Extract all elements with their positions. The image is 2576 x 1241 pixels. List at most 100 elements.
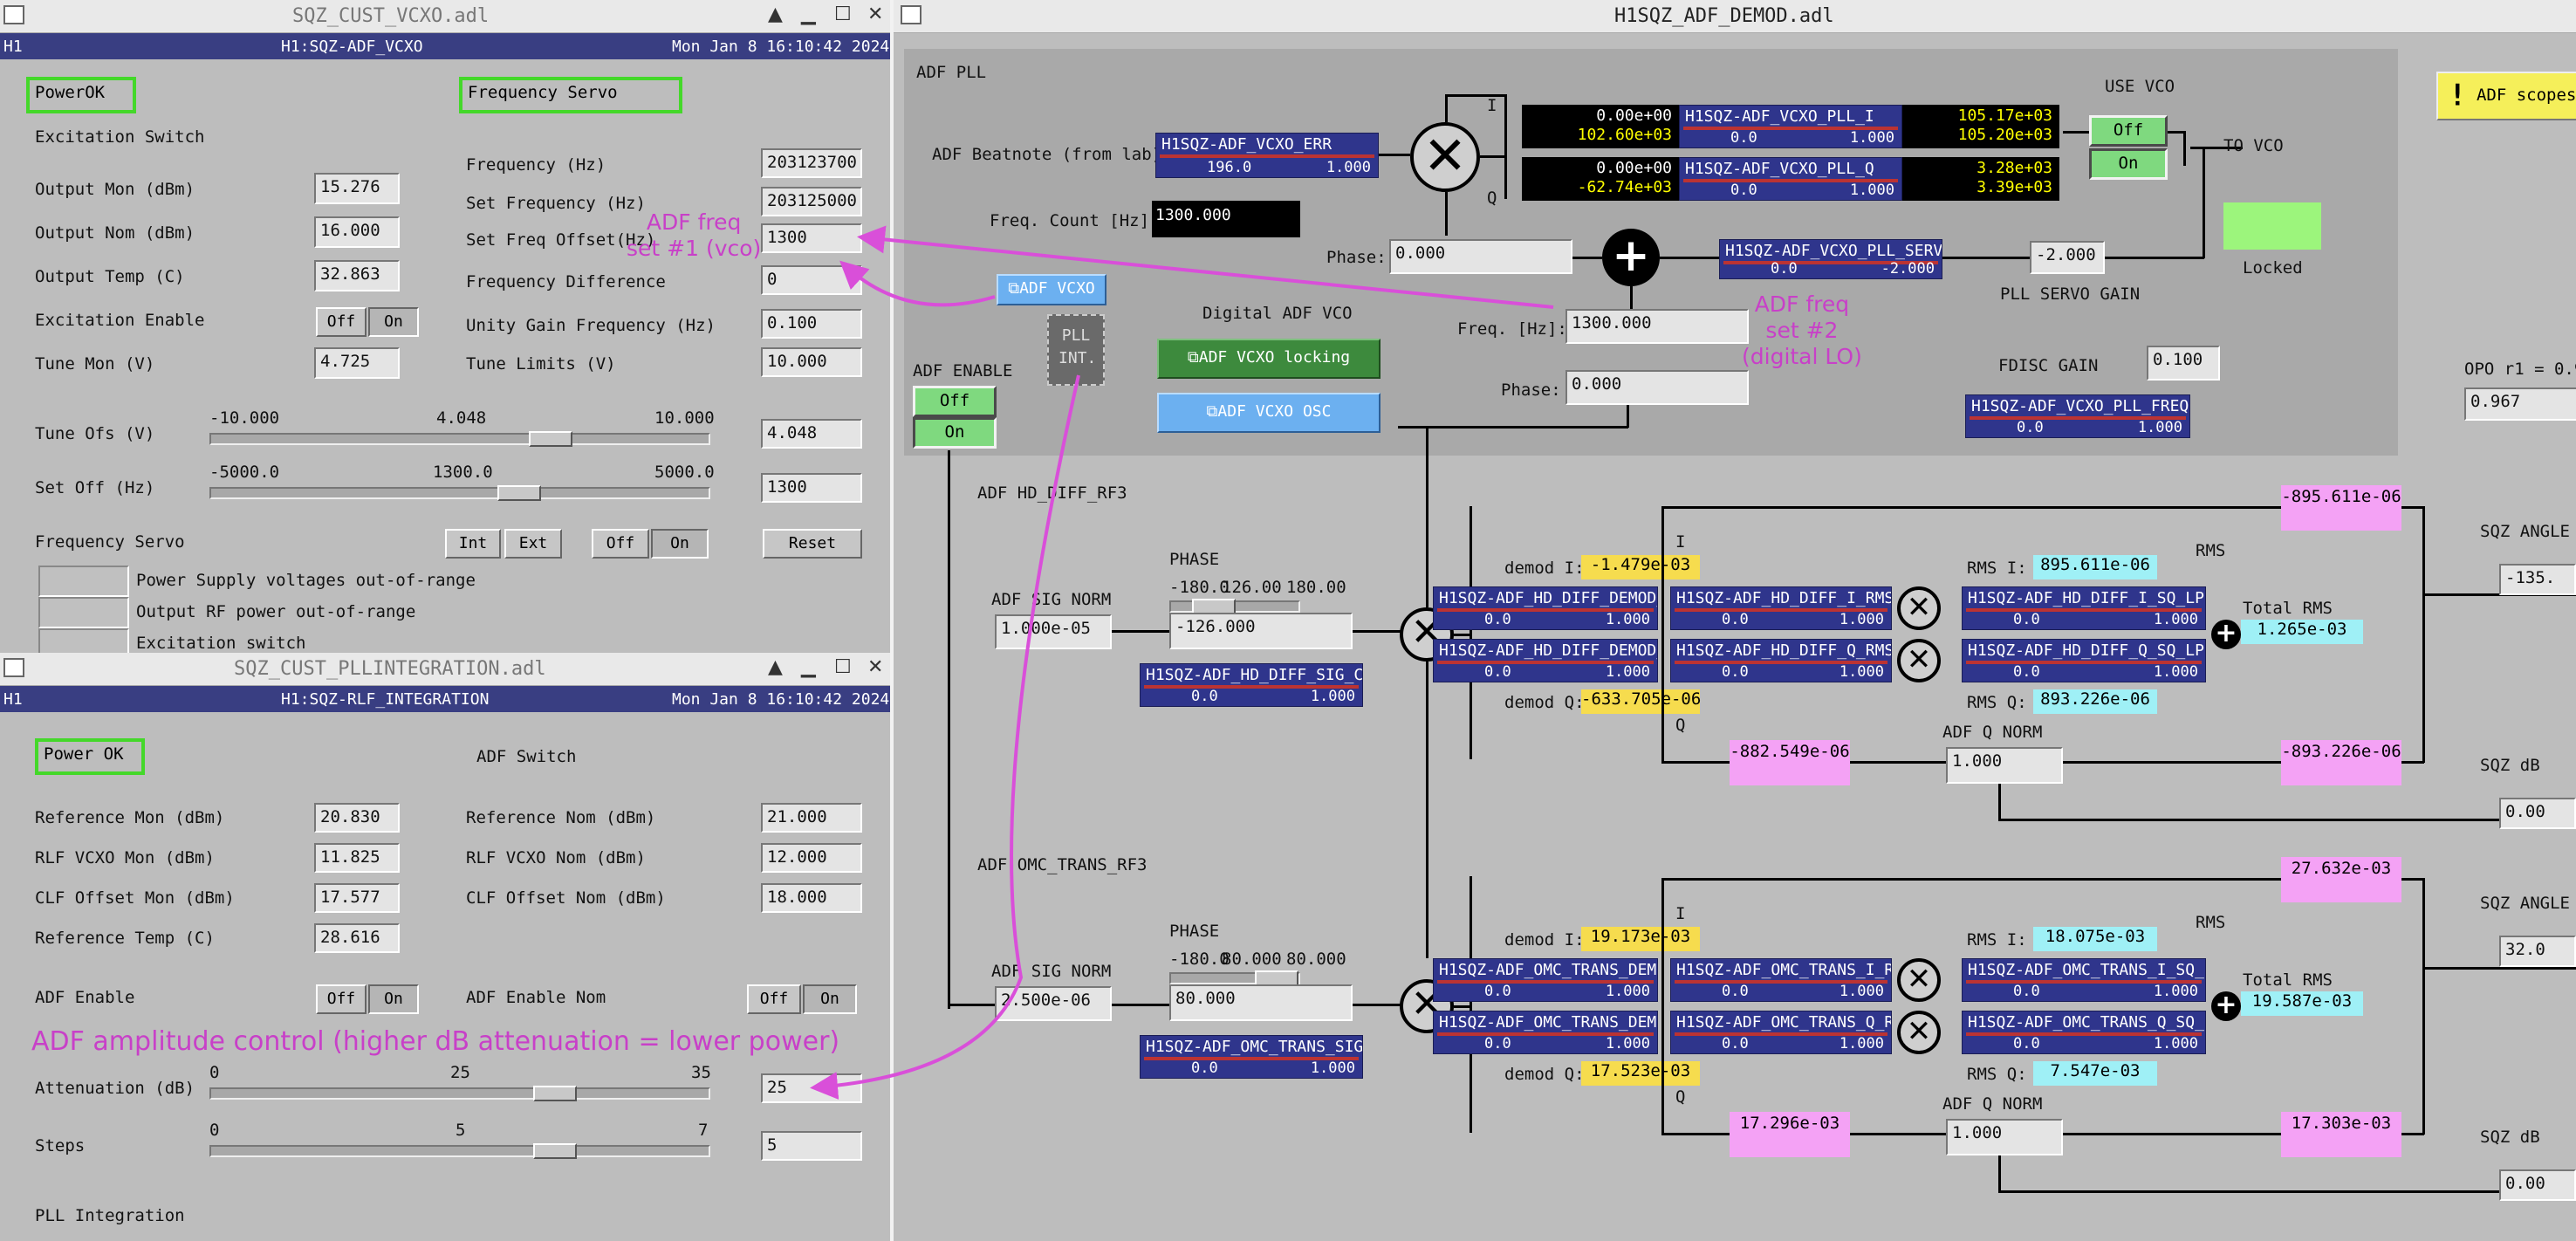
monitor-name: H1SQZ-ADF_HD_DIFF_Q_SQ_LP xyxy=(1968,641,2204,660)
wire xyxy=(1454,634,1471,636)
phase-field[interactable]: 0.000 xyxy=(1389,239,1572,274)
phase2-field[interactable]: 0.000 xyxy=(1565,370,1749,405)
servo-off-button[interactable]: Off xyxy=(592,529,649,559)
slider-thumb[interactable] xyxy=(529,431,572,447)
minimize-icon[interactable]: ▁ xyxy=(801,3,816,25)
set-off-field[interactable]: 1300 xyxy=(761,473,862,503)
tune-ofs-field[interactable]: 4.048 xyxy=(761,419,862,449)
reset-button[interactable]: Reset xyxy=(763,529,862,559)
tune-ofs-slider[interactable] xyxy=(209,431,710,447)
pll-int-button[interactable]: PLL INT. xyxy=(1047,314,1105,386)
minimize-icon[interactable]: ▲ xyxy=(768,656,783,678)
set-off-slider[interactable] xyxy=(209,485,710,501)
ext-button[interactable]: Ext xyxy=(504,529,562,559)
monitor-name: H1SQZ-ADF_OMC_TRANS_Q_SQ_LP xyxy=(1968,1013,2206,1032)
rlf-vcxo-nom-field[interactable]: 12.000 xyxy=(761,843,862,873)
monitor-bar xyxy=(1144,1057,1359,1060)
vcxo-titlebar[interactable]: SQZ_CUST_VCXO.adl ▲ ▁ ☐ ✕ xyxy=(0,0,890,33)
monitor-bar xyxy=(1683,179,1898,182)
square-icon: ✕ xyxy=(1897,586,1941,630)
tune-limits-field[interactable]: 10.000 xyxy=(761,347,862,377)
excitation-on-button[interactable]: On xyxy=(368,307,419,337)
hd-sig-norm-field[interactable]: 1.000e-05 xyxy=(995,614,1112,649)
monitor-bar xyxy=(1966,608,2202,612)
attenuation-label: Attenuation (dB) xyxy=(35,1079,195,1098)
adf-scopes-button[interactable]: ! ADF scopes xyxy=(2436,72,2576,120)
hd-q-norm-field[interactable]: 1.000 xyxy=(1946,747,2063,784)
reference-nom-field[interactable]: 21.000 xyxy=(761,803,862,833)
close-icon[interactable]: ✕ xyxy=(867,3,884,25)
freq-hz-field[interactable]: 1300.000 xyxy=(1565,309,1749,344)
monitor-value: 1.000 xyxy=(1839,663,1884,681)
arrow-freq2 xyxy=(857,225,1554,309)
steps-label: Steps xyxy=(35,1136,86,1155)
readout-line: 3.28e+03 xyxy=(1977,159,2052,177)
steps-slider[interactable] xyxy=(209,1143,710,1159)
adf-enable-on-button[interactable]: On xyxy=(913,417,997,449)
fdisc-gain-field[interactable]: 0.100 xyxy=(2147,346,2220,381)
vcxo-osc-button[interactable]: ⧉ADF VCXO OSC xyxy=(1157,393,1380,433)
vcxo-locking-button[interactable]: ⧉ADF VCXO locking xyxy=(1157,339,1380,379)
monitor-name: H1SQZ-ADF_OMC_TRANS_SIG_COS xyxy=(1146,1038,1363,1056)
demod-titlebar[interactable]: H1SQZ_ADF_DEMOD.adl xyxy=(894,0,2576,33)
adf-vcxo-button[interactable]: ⧉ADF VCXO xyxy=(997,274,1106,305)
clf-offset-nom-field[interactable]: 18.000 xyxy=(761,883,862,913)
wire xyxy=(1572,257,1602,259)
adf-enable-nom-off-button[interactable]: Off xyxy=(747,984,801,1014)
maximize-icon[interactable]: ☐ xyxy=(834,3,852,25)
window-icon: ⧉ xyxy=(1206,402,1218,421)
pll-servo-gain-field[interactable]: -2.000 xyxy=(2030,241,2105,274)
adf-enable-off-button[interactable]: Off xyxy=(316,984,367,1014)
minimize-icon[interactable]: ▁ xyxy=(801,656,816,678)
summing-junction-icon: + xyxy=(2211,620,2241,649)
monitor-bar xyxy=(1966,661,2202,664)
steps-field[interactable]: 5 xyxy=(761,1131,862,1161)
tune-mon-value: 4.725 xyxy=(314,347,400,379)
readout-line: 0.00e+00 xyxy=(1596,106,1672,125)
use-vco-on-button[interactable]: On xyxy=(2089,148,2168,180)
adf-enable-off-button[interactable]: Off xyxy=(913,386,997,417)
hd-phase-field[interactable]: -126.000 xyxy=(1169,613,1353,649)
omc-phase-field[interactable]: 80.000 xyxy=(1169,984,1353,1021)
phase-label: Phase: xyxy=(1326,248,1387,267)
hd-total-rms-label: Total RMS xyxy=(2243,599,2333,618)
set-freq-offset-field[interactable]: 1300 xyxy=(761,223,862,253)
close-icon[interactable]: ✕ xyxy=(867,656,884,678)
monitor-name: H1SQZ-ADF_VCXO_PLL_SERVO xyxy=(1725,242,1942,260)
omc-phase-slider[interactable] xyxy=(1169,970,1300,986)
set-off-label: Set Off (Hz) xyxy=(35,478,155,497)
hd-demod-q-value: -633.705e-06 xyxy=(1581,689,1701,714)
adf-enable-nom-on-button[interactable]: On xyxy=(803,984,857,1014)
maximize-icon[interactable]: ☐ xyxy=(834,656,852,678)
minimize-icon[interactable]: ▲ xyxy=(768,3,783,25)
slider-thumb[interactable] xyxy=(533,1086,577,1101)
readout-line: 102.60e+03 xyxy=(1577,126,1672,144)
monitor-value: 0.0 xyxy=(2013,1035,2040,1052)
omc-demod-q-label: demod Q: xyxy=(1504,1065,1585,1084)
output-nom-field[interactable]: 16.000 xyxy=(314,216,400,248)
excitation-off-button[interactable]: Off xyxy=(316,307,367,337)
slider-thumb[interactable] xyxy=(533,1143,577,1159)
use-vco-off-button[interactable]: Off xyxy=(2089,115,2168,147)
pll-titlebar[interactable]: SQZ_CUST_PLLINTEGRATION.adl ▲ ▁ ☐ ✕ xyxy=(0,653,890,686)
monitor-value: 1.000 xyxy=(1310,688,1355,705)
rlf-vcxo-mon-value: 11.825 xyxy=(314,843,400,873)
int-button[interactable]: Int xyxy=(445,529,501,559)
servo-on-button[interactable]: On xyxy=(651,529,709,559)
omc-q-norm-field[interactable]: 1.000 xyxy=(1946,1119,2063,1155)
monitor-name: H1SQZ-ADF_OMC_TRANS_DEMOD_Q xyxy=(1439,1013,1657,1032)
set-frequency-field[interactable]: 203125000 xyxy=(761,187,862,216)
locked-label: Locked xyxy=(2243,258,2303,278)
slider-thumb[interactable] xyxy=(497,485,541,501)
attenuation-slider[interactable] xyxy=(209,1086,710,1101)
reference-temp-label: Reference Temp (C) xyxy=(35,929,215,948)
unity-gain-field[interactable]: 0.100 xyxy=(761,309,862,339)
adf-enable-on-button[interactable]: On xyxy=(368,984,419,1014)
